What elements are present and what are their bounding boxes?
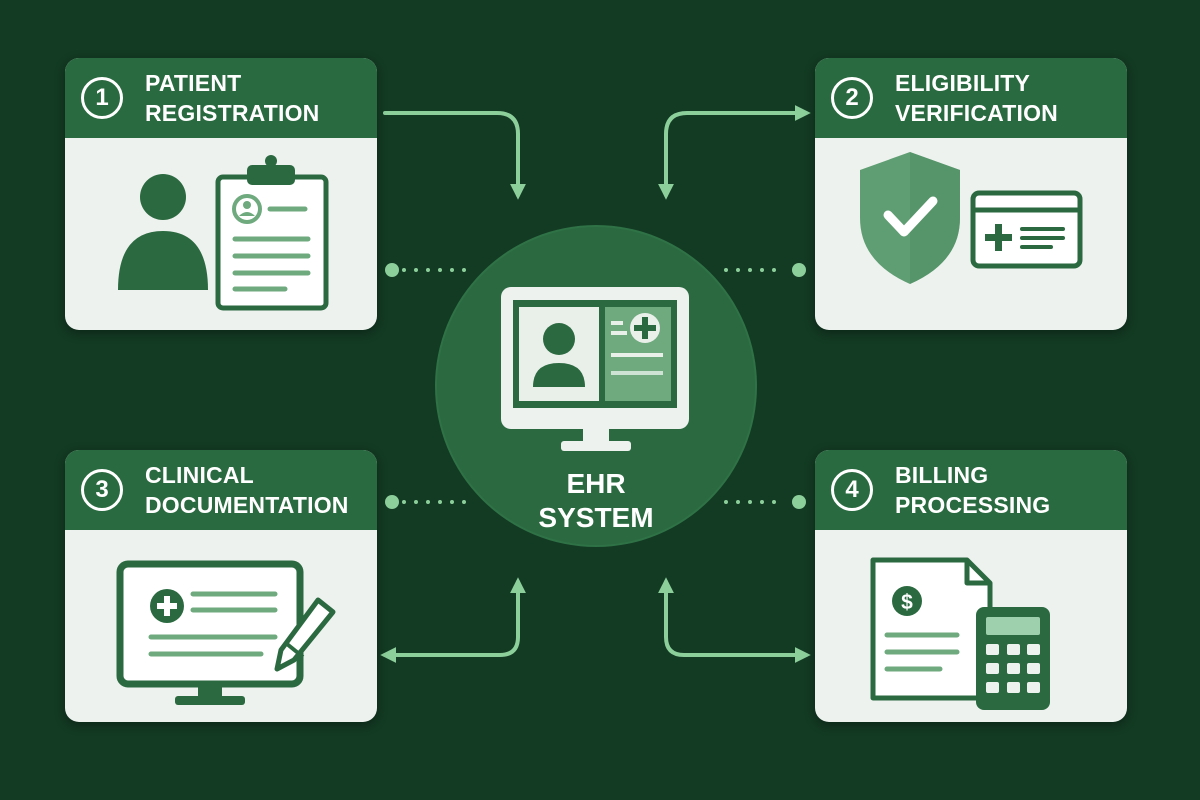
patient-clipboard-icon [118, 155, 329, 311]
arrow-ehr-billing [658, 577, 811, 663]
shield-check-icon [860, 152, 1083, 284]
arrow-registration-to-ehr [383, 111, 526, 200]
step-number-badge: 1 [81, 77, 123, 119]
arrow-ehr-eligibility [658, 105, 811, 200]
card-patient-registration[interactable]: 1 PATIENT REGISTRATION [65, 58, 377, 330]
card-title: BILLING PROCESSING [895, 460, 1050, 520]
card-title: CLINICAL DOCUMENTATION [145, 460, 349, 520]
title-line1: ELIGIBILITY [895, 70, 1031, 96]
title-line2: REGISTRATION [145, 100, 320, 126]
card-clinical-documentation[interactable]: 3 CLINICAL DOCUMENTATION [65, 450, 377, 722]
ehr-system-label: EHR SYSTEM [437, 467, 755, 535]
dot-end-registration [385, 263, 399, 277]
title-line2: PROCESSING [895, 492, 1051, 518]
ehr-label-line1: EHR [566, 468, 626, 499]
title-line1: BILLING [895, 462, 989, 488]
computer-patient-record-icon [501, 287, 689, 451]
dot-end-eligibility [792, 263, 806, 277]
card-header: 3 CLINICAL DOCUMENTATION [65, 450, 377, 530]
card-header: 4 BILLING PROCESSING [815, 450, 1127, 530]
step-number-badge: 2 [831, 77, 873, 119]
title-line1: PATIENT [145, 70, 242, 96]
svg-text:$: $ [901, 591, 913, 614]
card-billing-processing[interactable]: 4 BILLING PROCESSING $ [815, 450, 1127, 722]
step-number-badge: 3 [81, 469, 123, 511]
title-line2: VERIFICATION [895, 100, 1058, 126]
dot-end-documentation [385, 495, 399, 509]
dot-end-billing [792, 495, 806, 509]
title-line1: CLINICAL [145, 462, 254, 488]
ehr-system-hub[interactable]: EHR SYSTEM [437, 227, 755, 545]
invoice-calculator-icon: $ [870, 557, 1050, 710]
title-line2: DOCUMENTATION [145, 492, 349, 518]
card-title: ELIGIBILITY VERIFICATION [895, 68, 1058, 128]
monitor-pen-icon [116, 560, 336, 705]
ehr-label-line2: SYSTEM [538, 502, 654, 533]
card-header: 2 ELIGIBILITY VERIFICATION [815, 58, 1127, 138]
card-eligibility-verification[interactable]: 2 ELIGIBILITY VERIFICATION [815, 58, 1127, 330]
card-title: PATIENT REGISTRATION [145, 68, 319, 128]
card-header: 1 PATIENT REGISTRATION [65, 58, 377, 138]
step-number-badge: 4 [831, 469, 873, 511]
arrow-ehr-documentation [380, 577, 526, 663]
